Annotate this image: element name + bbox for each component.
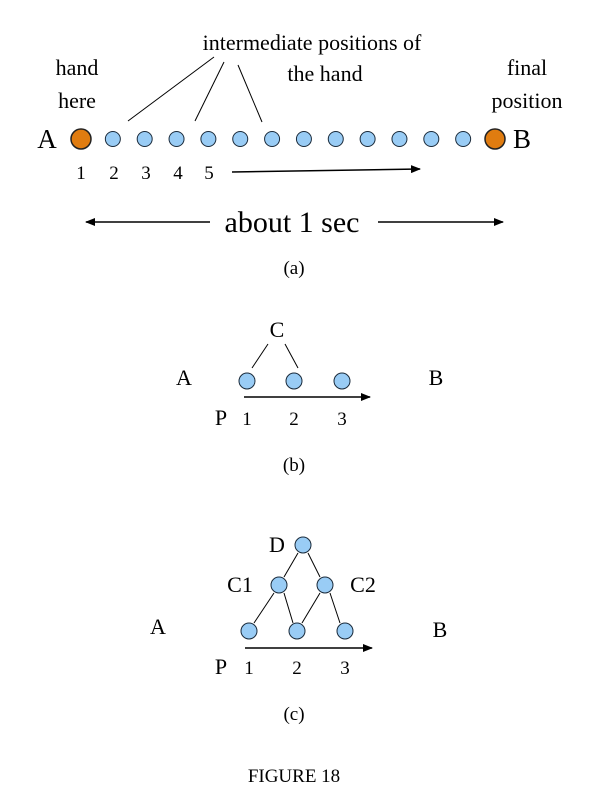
caption-b: (b): [283, 455, 305, 476]
link-line: [284, 343, 299, 369]
intermediate-position-dot: [359, 131, 376, 147]
caption-a: (a): [283, 258, 304, 279]
link-line: [329, 592, 341, 624]
final-label-line2: position: [492, 88, 563, 113]
intermediate-dots: [104, 131, 472, 147]
intermediate-position-dot: [232, 131, 249, 147]
label-b: B: [433, 617, 448, 642]
start-label-line1: hand: [56, 55, 99, 80]
position-number: 3: [337, 409, 347, 430]
label-a: A: [37, 124, 57, 154]
position-number: 1: [244, 658, 254, 679]
panel-c: A B D C1 C2 P 1 2 3 (c): [150, 532, 447, 725]
panel-b: A B C P 1 2 3 (b): [176, 317, 443, 476]
position-number: 1: [76, 163, 86, 184]
label-p: P: [215, 654, 227, 679]
start-label-line2: here: [58, 88, 96, 113]
position-dot: [240, 622, 258, 640]
position-dot: [333, 372, 351, 390]
position-dot: [238, 372, 256, 390]
position-number: 2: [109, 163, 119, 184]
intermediate-position-dot: [136, 131, 153, 147]
position-dot: [285, 372, 303, 390]
position-number: 2: [292, 658, 302, 679]
node-c2-dot: [316, 576, 334, 594]
position-number: 4: [173, 163, 183, 184]
link-line: [307, 552, 321, 578]
node-c1-dot: [270, 576, 288, 594]
position-dot: [288, 622, 306, 640]
link-line: [301, 592, 321, 624]
position-number: 3: [141, 163, 151, 184]
intermediate-label-line1: intermediate positions of: [203, 30, 422, 55]
position-dot: [336, 622, 354, 640]
intermediate-position-dot: [104, 131, 121, 147]
caption-c: (c): [283, 704, 304, 725]
node-d-dot: [294, 536, 312, 554]
label-b: B: [429, 365, 444, 390]
link-line: [283, 592, 294, 624]
duration-label: about 1 sec: [225, 206, 360, 239]
final-label-line1: final: [507, 55, 547, 80]
label-d: D: [269, 532, 285, 557]
label-a: A: [150, 614, 166, 639]
label-c: C: [270, 317, 285, 342]
final-position-dot: [484, 128, 506, 150]
label-p: P: [215, 405, 227, 430]
link-line: [253, 592, 275, 624]
label-c1: C1: [227, 572, 253, 597]
pointer-line-3: [237, 64, 263, 123]
intermediate-position-dot: [200, 131, 217, 147]
intermediate-position-dot: [391, 131, 408, 147]
intermediate-position-dot: [295, 131, 312, 147]
position-number: 2: [289, 409, 299, 430]
intermediate-position-dot: [327, 131, 344, 147]
position-number: 5: [204, 163, 214, 184]
position-number: 1: [242, 409, 252, 430]
direction-arrow: [231, 165, 421, 174]
intermediate-position-dot: [455, 131, 472, 147]
link-line: [283, 552, 299, 578]
figure-title: FIGURE 18: [248, 766, 340, 787]
panel-a: intermediate positions of the hand hand …: [37, 30, 562, 279]
intermediate-label-line2: the hand: [287, 61, 362, 86]
pointer-line-1: [127, 56, 215, 122]
label-b: B: [513, 124, 531, 154]
pointer-line-2: [194, 61, 225, 122]
start-position-dot: [70, 128, 92, 150]
position-number: 3: [340, 658, 350, 679]
intermediate-position-dot: [264, 131, 281, 147]
label-c2: C2: [350, 572, 376, 597]
link-line: [251, 343, 269, 369]
label-a: A: [176, 365, 192, 390]
intermediate-position-dot: [168, 131, 185, 147]
intermediate-position-dot: [423, 131, 440, 147]
